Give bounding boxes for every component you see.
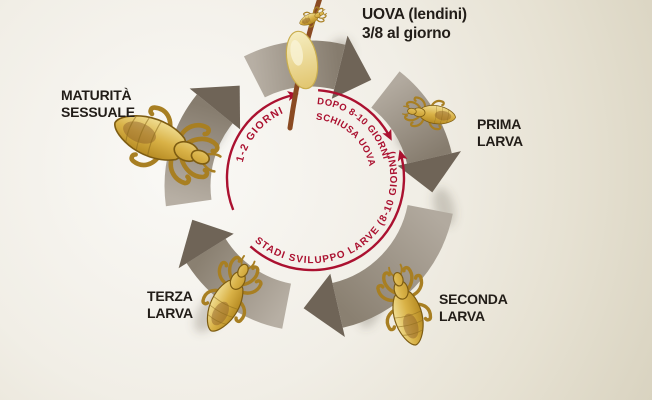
arrowhead-icon xyxy=(189,85,241,130)
label-uova-line2: 3/8 al giorno xyxy=(362,25,451,43)
label-maturita-line1: MATURITÀ xyxy=(61,87,132,103)
ring-segment-seconda-to-terza xyxy=(331,204,453,328)
label-maturita-line2: SESSUALE xyxy=(61,103,135,120)
label-terza-line1: TERZA xyxy=(147,288,193,304)
label-uova: UOVA (lendini) 3/8 al giorno xyxy=(362,5,467,44)
label-seconda-larva: SECONDA LARVA xyxy=(439,291,508,324)
label-seconda-line1: SECONDA xyxy=(439,291,508,307)
arc-larva-development xyxy=(249,149,408,272)
annotation-texts: 1-2 GIORNI DOPO 8-10 GIORNI SCHIUSA UOVA… xyxy=(234,96,401,266)
arrowhead-icon xyxy=(331,35,372,99)
ring-arrowheads xyxy=(178,35,461,337)
annotation-arcs xyxy=(225,89,408,272)
annotation-larva-development: STADI SVILUPPO LARVE (8-10 GIORNI) xyxy=(253,149,401,266)
label-prima-larva: PRIMA LARVA xyxy=(477,116,523,149)
arrowhead-icon xyxy=(178,219,234,269)
label-uova-line1: UOVA (lendini) xyxy=(362,6,467,23)
arc-egg-hatch xyxy=(318,89,392,141)
arc-adult-to-egg xyxy=(225,91,299,211)
egg-on-hair-illustration xyxy=(285,0,330,131)
annotation-adult-to-egg: 1-2 GIORNI xyxy=(234,104,286,163)
label-terza-line2: LARVA xyxy=(147,304,193,321)
label-maturita-sessuale: MATURITÀ SESSUALE xyxy=(61,87,135,120)
arrowhead-icon xyxy=(303,273,345,337)
arrowhead-icon xyxy=(397,151,461,193)
label-terza-larva: TERZA LARVA xyxy=(147,288,193,321)
label-prima-line2: LARVA xyxy=(477,132,523,149)
label-seconda-line2: LARVA xyxy=(439,307,485,324)
egg-highlight xyxy=(290,39,303,66)
label-prima-line1: PRIMA xyxy=(477,116,522,132)
